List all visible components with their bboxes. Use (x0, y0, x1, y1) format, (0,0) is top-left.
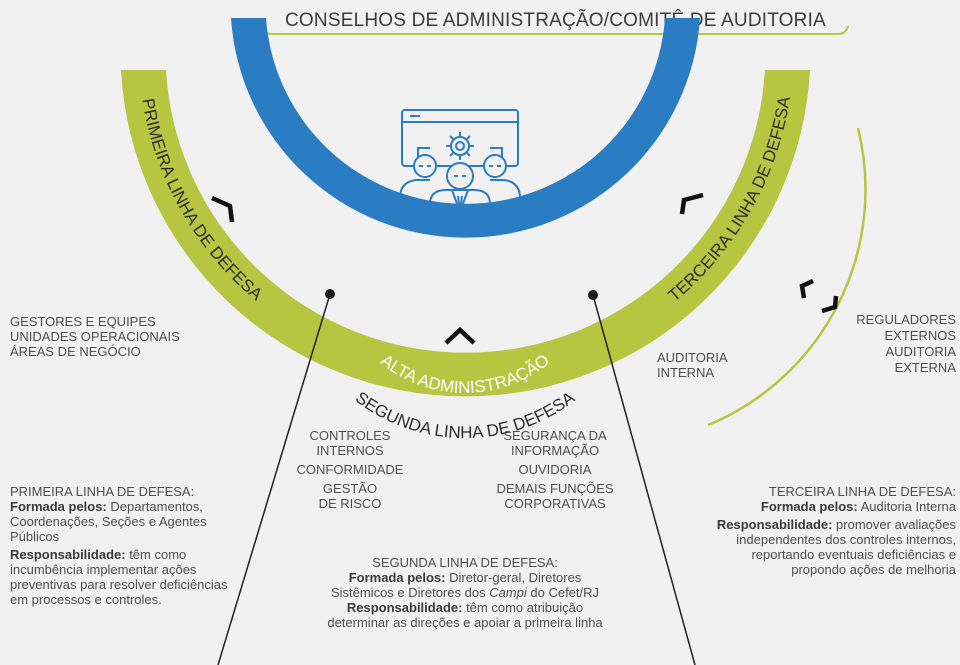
terceira-linha-description: TERCEIRA LINHA DE DEFESA: Formada pelos:… (716, 484, 956, 577)
reguladores-label: REGULADORES EXTERNOS AUDITORIA EXTERNA (856, 312, 956, 375)
segunda-linha-description: SEGUNDA LINHA DE DEFESA: Formada pelos: … (327, 555, 603, 630)
external-arc (707, 127, 867, 427)
pointer-line-left (217, 293, 331, 665)
management-team-icon (399, 109, 521, 222)
blue-band (231, 18, 700, 238)
chevron-icon-left (211, 195, 235, 223)
auditoria-interna-label: AUDITORIA INTERNA (657, 350, 728, 380)
primeira-linha-description: PRIMEIRA LINHA DE DEFESA: Formada pelos:… (10, 484, 228, 607)
left-units-list: GESTORES E EQUIPES UNIDADES OPERACIONAIS… (10, 314, 180, 359)
chevron-icon-center (444, 326, 476, 345)
pointer-line-right (592, 294, 696, 665)
bracket-icon (799, 278, 839, 314)
second-line-functions-left: CONTROLES INTERNOS CONFORMIDADE GESTÃO D… (296, 428, 404, 511)
pointer-dot-right (588, 290, 598, 300)
second-line-functions-right: SEGURANÇA DA INFORMAÇÃO OUVIDORIA DEMAIS… (496, 428, 614, 511)
title-bracket (257, 25, 849, 35)
chevron-icon-right (679, 192, 704, 215)
green-band (121, 70, 810, 397)
pointer-dot-left (325, 289, 335, 299)
